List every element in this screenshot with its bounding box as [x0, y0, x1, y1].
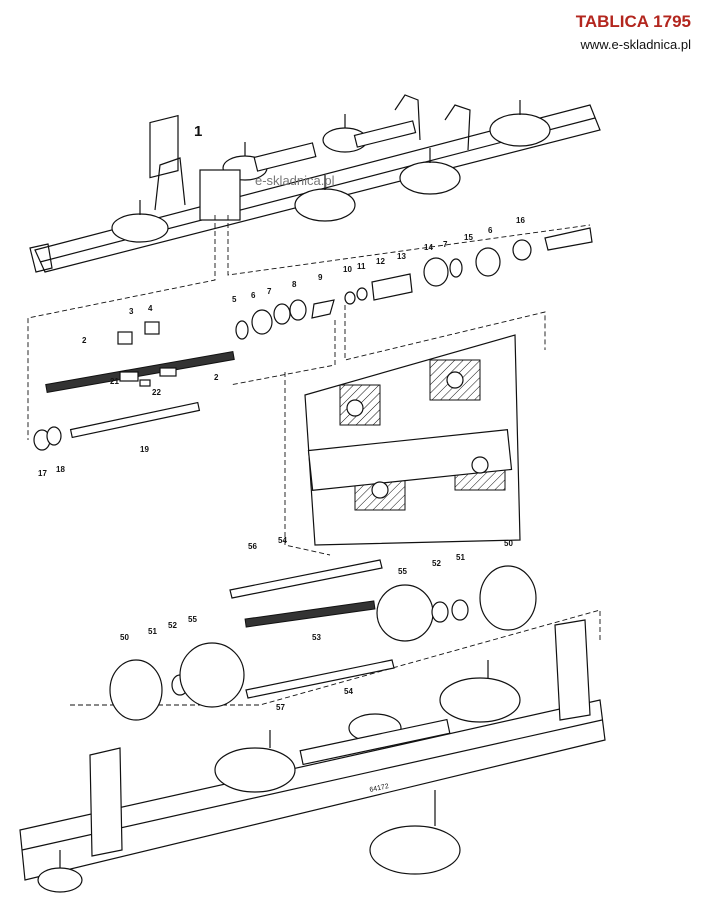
part-label-4: 4 — [148, 304, 153, 313]
site-url[interactable]: www.e-skladnica.pl — [580, 37, 691, 52]
part-label-54: 54 — [278, 536, 287, 545]
part-label-55: 55 — [398, 567, 407, 576]
part-label-56: 56 — [248, 542, 257, 551]
part-label-7: 7 — [443, 240, 448, 249]
explode-guides — [27, 215, 601, 706]
middle-shaft-assembly — [109, 559, 537, 721]
part-label-17: 17 — [38, 469, 47, 478]
watermark: e-skladnica.pl — [255, 173, 335, 188]
part-label-13: 13 — [397, 252, 406, 261]
part-label-7: 7 — [267, 287, 272, 296]
cross-section-detail — [304, 334, 521, 546]
part-label-6: 6 — [251, 291, 256, 300]
part-label-50: 50 — [504, 539, 513, 548]
part-label-21: 21 — [110, 377, 119, 386]
part-label-11: 11 — [357, 262, 366, 271]
part-label-5: 5 — [232, 295, 237, 304]
part-label-19: 19 — [140, 445, 149, 454]
part-label-54: 54 — [344, 687, 353, 696]
part-label-53: 53 — [312, 633, 321, 642]
part-label-18: 18 — [56, 465, 65, 474]
part-label-9: 9 — [318, 273, 323, 282]
part-label-12: 12 — [376, 257, 385, 266]
part-label-8: 8 — [292, 280, 297, 289]
part-label-2: 2 — [82, 336, 87, 345]
part-label-3: 3 — [129, 307, 134, 316]
shaft-group-left — [33, 321, 235, 451]
part-label-16: 16 — [516, 216, 525, 225]
bottom-frame-assembly: 64172 — [19, 619, 606, 893]
part-label-6: 6 — [488, 226, 493, 235]
part-label-52: 52 — [168, 621, 177, 630]
part-label-22: 22 — [152, 388, 161, 397]
drawing-code: 64172 — [369, 783, 390, 794]
part-label-14: 14 — [424, 243, 433, 252]
part-labels: 1 2 2 3 4 5 6 6 7 7 8 9 10 11 12 13 14 1… — [38, 123, 525, 712]
part-label-57: 57 — [276, 703, 285, 712]
part-label-52: 52 — [432, 559, 441, 568]
bearing-row — [235, 227, 593, 340]
part-label-2: 2 — [214, 373, 219, 382]
part-label-10: 10 — [343, 265, 352, 274]
part-label-51: 51 — [456, 553, 465, 562]
top-frame-assembly: e-skladnica.pl — [29, 94, 601, 273]
part-label-55: 55 — [188, 615, 197, 624]
part-label-50: 50 — [120, 633, 129, 642]
part-label-15: 15 — [464, 233, 473, 242]
page-title: TABLICA 1795 — [575, 12, 691, 31]
part-label-1: 1 — [194, 123, 202, 140]
part-label-51: 51 — [148, 627, 157, 636]
